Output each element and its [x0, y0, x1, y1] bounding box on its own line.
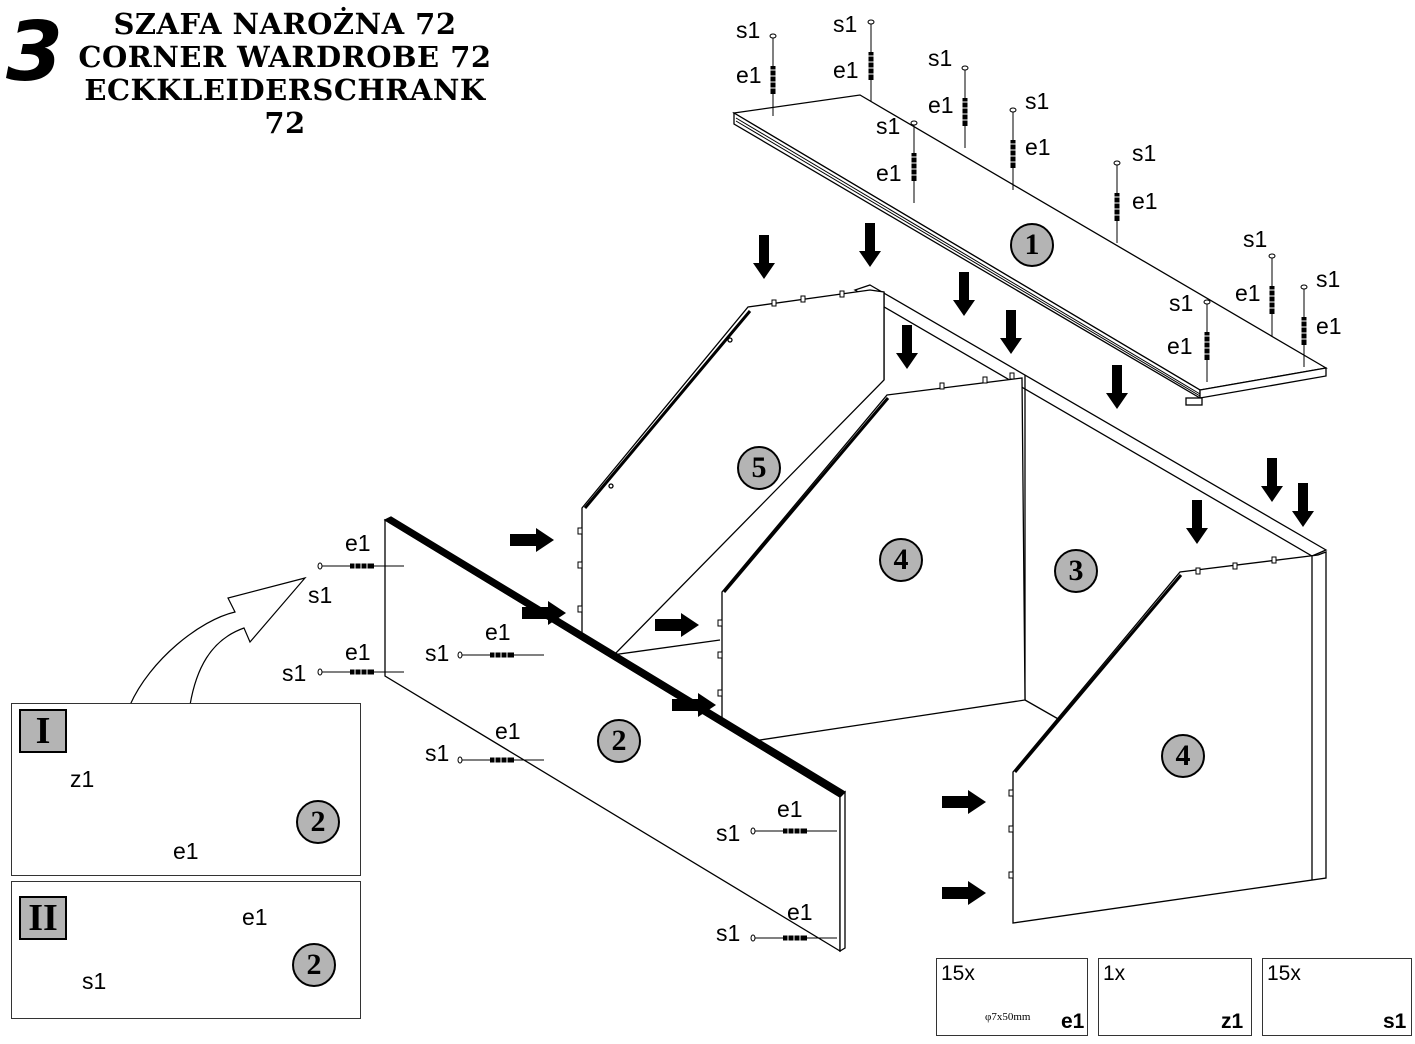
- label-s1: s1: [425, 740, 450, 766]
- inset-2-panel-ref: 2: [292, 943, 336, 987]
- dowels: [577, 290, 1277, 879]
- label-e1: e1: [787, 899, 813, 925]
- part-box-z1: 1x z1: [1098, 958, 1252, 1036]
- label-s1: s1: [308, 582, 333, 608]
- title-german: ECKKLEIDERSCHRANK 72: [84, 73, 486, 140]
- label-s1: s1: [1132, 140, 1157, 166]
- part-z1-qty: 1x: [1103, 962, 1126, 985]
- label-e1: e1: [1167, 333, 1193, 359]
- label-e1: e1: [736, 62, 762, 88]
- label-s1: s1: [425, 640, 450, 666]
- label-s1: s1: [736, 17, 761, 43]
- part-z1-code: z1: [1221, 1010, 1244, 1033]
- label-s1: s1: [833, 11, 858, 37]
- label-e1: e1: [777, 796, 803, 822]
- step-number: 3: [6, 5, 64, 100]
- part-s1-code: s1: [1383, 1010, 1407, 1033]
- label-s1: s1: [876, 113, 901, 139]
- panel-4-front-number: 4: [1161, 734, 1205, 778]
- label-e1: e1: [1316, 313, 1342, 339]
- inset-1-panel-ref: 2: [296, 800, 340, 844]
- label-s1: s1: [1169, 290, 1194, 316]
- label-e1: e1: [495, 718, 521, 744]
- panel-1-number: 1: [1010, 223, 1054, 267]
- part-e1-code: e1: [1061, 1010, 1085, 1033]
- label-e1: e1: [1132, 188, 1158, 214]
- label-s1: s1: [716, 820, 741, 846]
- inset-1-roman: I: [19, 709, 67, 753]
- label-e1: e1: [928, 92, 954, 118]
- panel-3-number: 3: [1054, 549, 1098, 593]
- label-s1: s1: [1316, 266, 1341, 292]
- label-s1: s1: [928, 45, 953, 71]
- label-s1: s1: [1025, 88, 1050, 114]
- callout-arrow: [129, 576, 307, 706]
- panel-4-middle: [721, 377, 1026, 741]
- part-s1-qty: 15x: [1267, 962, 1301, 985]
- panel-4-middle-number: 4: [879, 538, 923, 582]
- label-e1: e1: [345, 530, 371, 556]
- part-box-s1: 15x s1: [1262, 958, 1412, 1036]
- inset-step-1: I z1 e1 2: [11, 703, 361, 876]
- title-english: CORNER WARDROBE 72: [78, 40, 492, 74]
- inset-step-2: II s1 e1 2: [11, 881, 361, 1019]
- label-e1: e1: [876, 160, 902, 186]
- label-e1: e1: [485, 619, 511, 645]
- part-e1-dimension: φ7x50mm: [985, 1011, 1031, 1023]
- label-e1: e1: [1235, 280, 1261, 306]
- label-e1: e1: [1025, 134, 1051, 160]
- label-s1: s1: [1243, 226, 1268, 252]
- inset-2-s1-label: s1: [82, 968, 107, 994]
- page-title: SZAFA NAROŻNA 72 CORNER WARDROBE 72 ECKK…: [70, 8, 500, 140]
- label-s1: s1: [282, 660, 307, 686]
- title-polish: SZAFA NAROŻNA 72: [113, 7, 457, 41]
- panel-2-number: 2: [597, 719, 641, 763]
- part-e1-qty: 15x: [941, 962, 975, 985]
- inset-1-z1-label: z1: [70, 766, 95, 792]
- panel-5-number: 5: [737, 446, 781, 490]
- inset-2-e1-label: e1: [242, 904, 268, 930]
- label-e1: e1: [833, 57, 859, 83]
- label-s1: s1: [716, 920, 741, 946]
- inset-1-e1-label: e1: [173, 838, 199, 864]
- inset-2-roman: II: [19, 896, 67, 940]
- part-box-e1: 15x φ7x50mm e1: [936, 958, 1088, 1036]
- label-e1: e1: [345, 639, 371, 665]
